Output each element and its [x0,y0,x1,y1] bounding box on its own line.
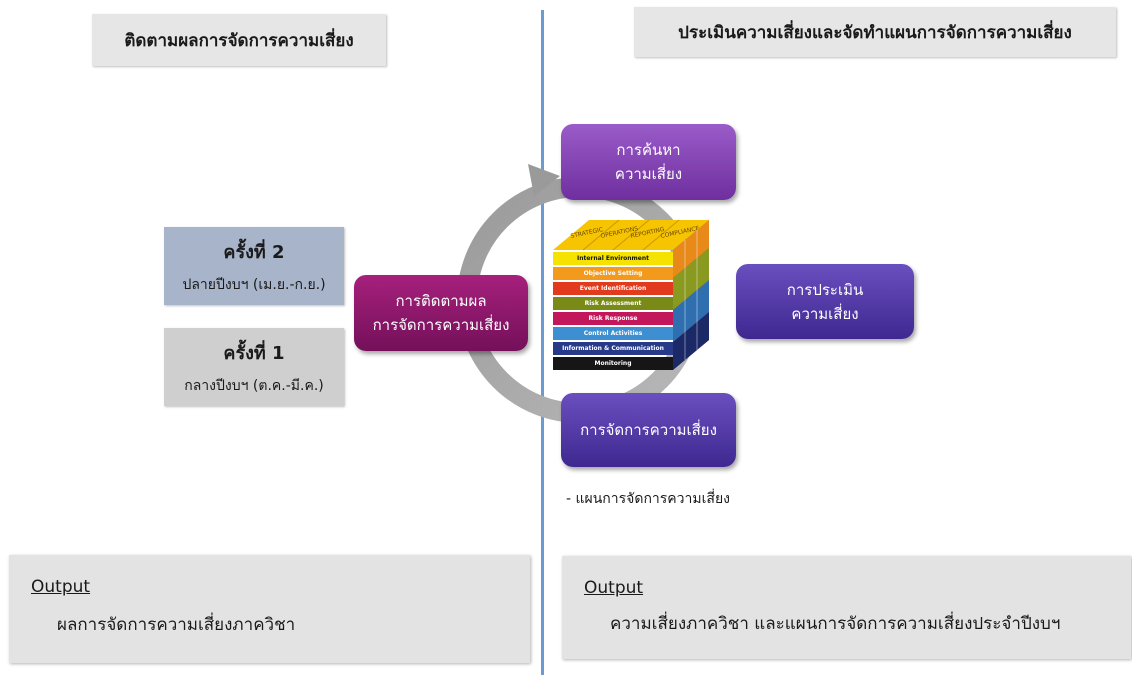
cube-row-3: Risk Assessment [553,297,673,310]
cube-row-4: Risk Response [553,312,673,325]
period-1-box: ครั้งที่ 1 กลางปีงบฯ (ต.ค.-มี.ค.) [164,328,344,406]
cube-row-6: Information & Communication [553,342,673,355]
period-1-range: กลางปีงบฯ (ต.ค.-มี.ค.) [184,377,324,394]
manage-risk-box: การจัดการความเสี่ยง [561,393,736,467]
section-divider [541,10,544,675]
cube-side-face [673,220,709,370]
assess-risk-line2: ความเสี่ยง [791,304,859,323]
assess-risk-line1: การประเมิน [786,280,864,299]
output-right-label: Output [584,578,644,598]
identify-risk-line1: การค้นหา [616,141,681,159]
cube-row-0: Internal Environment [553,252,673,265]
period-2-title: ครั้งที่ 2 [223,241,285,263]
right-header: ประเมินความเสี่ยงและจัดทำแผนการจัดการควา… [634,7,1116,57]
cube-row-7: Monitoring [553,357,673,370]
left-header: ติดตามผลการจัดการความเสี่ยง [92,14,386,66]
manage-risk-label: การจัดการความเสี่ยง [580,421,717,439]
coso-cube: STRATEGIC OPERATIONS REPORTING COMPLIANC… [553,218,713,374]
output-right-box: Output ความเสี่ยงภาควิชา และแผนการจัดการ… [562,556,1131,659]
cycle-arrow-head [528,164,560,196]
output-left-box: Output ผลการจัดการความเสี่ยงภาควิชา [9,555,530,663]
period-1-title: ครั้งที่ 1 [223,342,285,364]
cube-row-5: Control Activities [553,327,673,340]
assess-risk-box: การประเมิน ความเสี่ยง [736,264,914,339]
monitor-risk-box: การติดตามผล การจัดการความเสี่ยง [354,275,528,351]
output-left-text: ผลการจัดการความเสี่ยงภาควิชา [57,615,296,635]
identify-risk-line2: ความเสี่ยง [614,165,683,183]
cube-row-1: Objective Setting [553,267,673,280]
output-left-label: Output [31,577,91,597]
identify-risk-box: การค้นหา ความเสี่ยง [561,124,736,200]
cube-front-face: Internal Environment Objective Setting E… [553,252,673,370]
plan-note: - แผนการจัดการความเสี่ยง [566,491,730,507]
period-2-range: ปลายปีงบฯ (เม.ย.-ก.ย.) [182,276,326,293]
period-2-box: ครั้งที่ 2 ปลายปีงบฯ (เม.ย.-ก.ย.) [164,227,344,305]
monitor-risk-line2: การจัดการความเสี่ยง [372,316,510,334]
cube-row-2: Event Identification [553,282,673,295]
output-right-text: ความเสี่ยงภาควิชา และแผนการจัดการความเสี… [610,614,1061,634]
monitor-risk-line1: การติดตามผล [395,292,487,310]
